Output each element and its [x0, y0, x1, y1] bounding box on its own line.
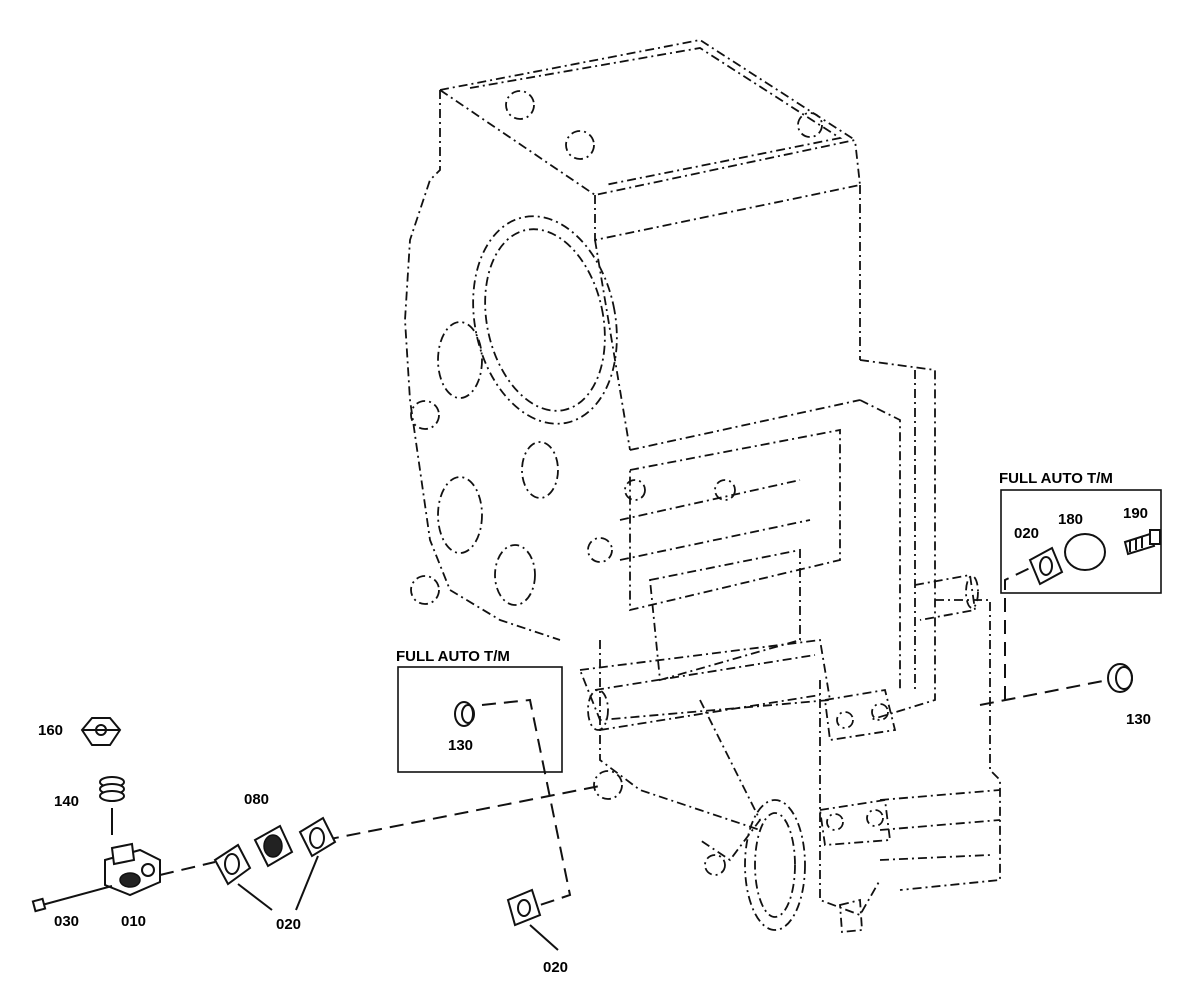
transmission-housing	[404, 39, 1001, 933]
callout-160: 160	[38, 722, 63, 739]
inset-full-auto-right	[1000, 489, 1162, 594]
callout-130-inset: 130	[448, 737, 473, 754]
callout-130-right: 130	[1126, 711, 1151, 728]
part-020-gasket-2	[298, 816, 337, 858]
callout-020-left: 020	[276, 916, 301, 933]
inset-title-right: FULL AUTO T/M	[999, 470, 1113, 487]
leader-020-b	[295, 855, 319, 911]
callout-140: 140	[54, 793, 79, 810]
callout-020-bottom: 020	[543, 959, 568, 976]
part-080-strainer	[253, 824, 294, 868]
part-010-valve-body	[104, 842, 161, 897]
inset-full-auto-left	[397, 666, 563, 773]
callout-020-inset: 020	[1014, 525, 1039, 542]
part-160-nut	[80, 717, 122, 746]
inset-title-left: FULL AUTO T/M	[396, 648, 510, 665]
callout-030: 030	[54, 913, 79, 930]
callout-190-inset: 190	[1123, 505, 1148, 522]
leader-020-a	[237, 883, 273, 911]
explosion-lines	[159, 567, 1109, 906]
callout-010: 010	[121, 913, 146, 930]
part-020-gasket-bottom	[506, 888, 559, 951]
part-030-bolt	[31, 885, 113, 913]
callout-080: 080	[244, 791, 269, 808]
part-140-spring	[99, 776, 125, 835]
callout-180-inset: 180	[1058, 511, 1083, 528]
part-020-gasket-1	[213, 843, 252, 886]
part-130-plug-right	[1107, 663, 1133, 693]
